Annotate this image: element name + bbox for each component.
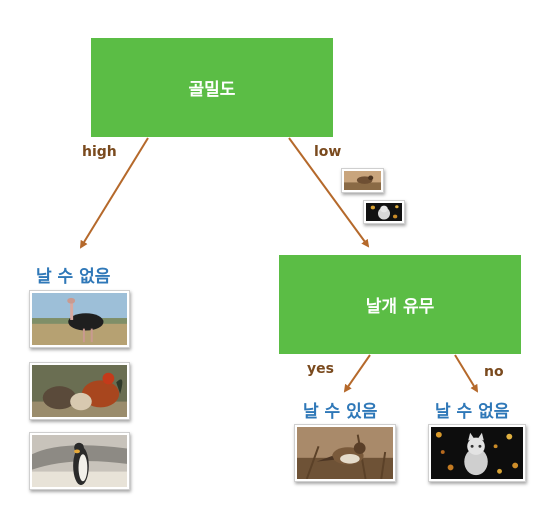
sparrow-photo [294, 424, 396, 482]
sub-node: 날개 유무 [279, 255, 521, 354]
ostrich-photo [29, 290, 130, 348]
edge-high [79, 137, 149, 249]
branch-label-no: no [484, 364, 504, 380]
branch-label-low: low [314, 144, 342, 160]
sub-node-label: 날개 유무 [365, 297, 435, 317]
cat-photo [428, 424, 526, 482]
sparrow-thumbnail [341, 168, 384, 193]
branch-label-high: high [82, 144, 117, 160]
sub-left-leaf-label: 날 수 있음 [303, 402, 378, 422]
root-node-label: 골밀도 [188, 80, 236, 100]
edge-yes [343, 354, 371, 393]
root-node: 골밀도 [91, 38, 333, 137]
branch-label-yes: yes [307, 361, 334, 377]
left-leaf-label: 날 수 없음 [36, 267, 111, 287]
edge-low [288, 137, 370, 248]
chicken-photo [29, 362, 130, 420]
sub-right-leaf-label: 날 수 없음 [435, 402, 510, 422]
edge-no [454, 354, 479, 393]
penguin-photo [29, 432, 130, 490]
cat-thumbnail [363, 200, 405, 224]
